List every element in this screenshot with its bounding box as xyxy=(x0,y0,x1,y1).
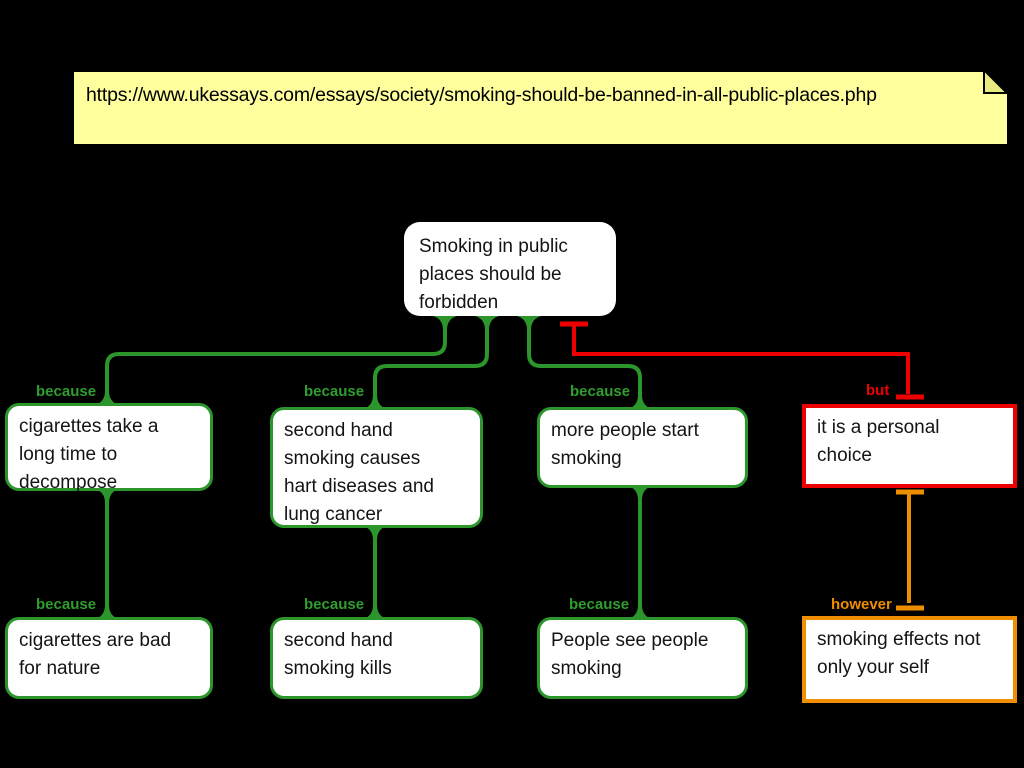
however-edge-line xyxy=(896,489,924,611)
edge-label-because-5: because xyxy=(304,596,365,613)
url-text: https://www.ukessays.com/essays/society/… xyxy=(86,84,877,106)
node-reason-people-see[interactable]: People see people smoking xyxy=(537,617,748,699)
edge-label-because-4: because xyxy=(36,596,97,613)
url-sticky-note[interactable]: https://www.ukessays.com/essays/society/… xyxy=(72,70,1009,146)
edge-label-but: but xyxy=(866,382,890,399)
edge-label-because-6: because xyxy=(569,596,630,613)
edge-label-because-1: because xyxy=(36,383,97,400)
node-rebuttal-effects-others[interactable]: smoking effects not only your self xyxy=(802,616,1017,703)
node-reason-secondhand-disease[interactable]: second hand smoking causes hart diseases… xyxy=(270,407,483,528)
edge-label-because-2: because xyxy=(304,383,365,400)
node-reason-decompose[interactable]: cigarettes take a long time to decompose xyxy=(5,403,213,493)
folded-corner-icon xyxy=(983,70,1009,96)
node-objection-personal-choice[interactable]: it is a personal choice xyxy=(802,404,1017,488)
edge-label-because-3: because xyxy=(570,383,631,400)
node-reason-more-smokers[interactable]: more people start smoking xyxy=(537,407,748,488)
node-reason-bad-for-nature[interactable]: cigarettes are bad for nature xyxy=(5,617,213,699)
node-reason-smoking-kills[interactable]: second hand smoking kills xyxy=(270,617,483,699)
edge-label-however: however xyxy=(831,596,892,613)
node-main-claim[interactable]: Smoking in public places should be forbi… xyxy=(404,222,616,316)
